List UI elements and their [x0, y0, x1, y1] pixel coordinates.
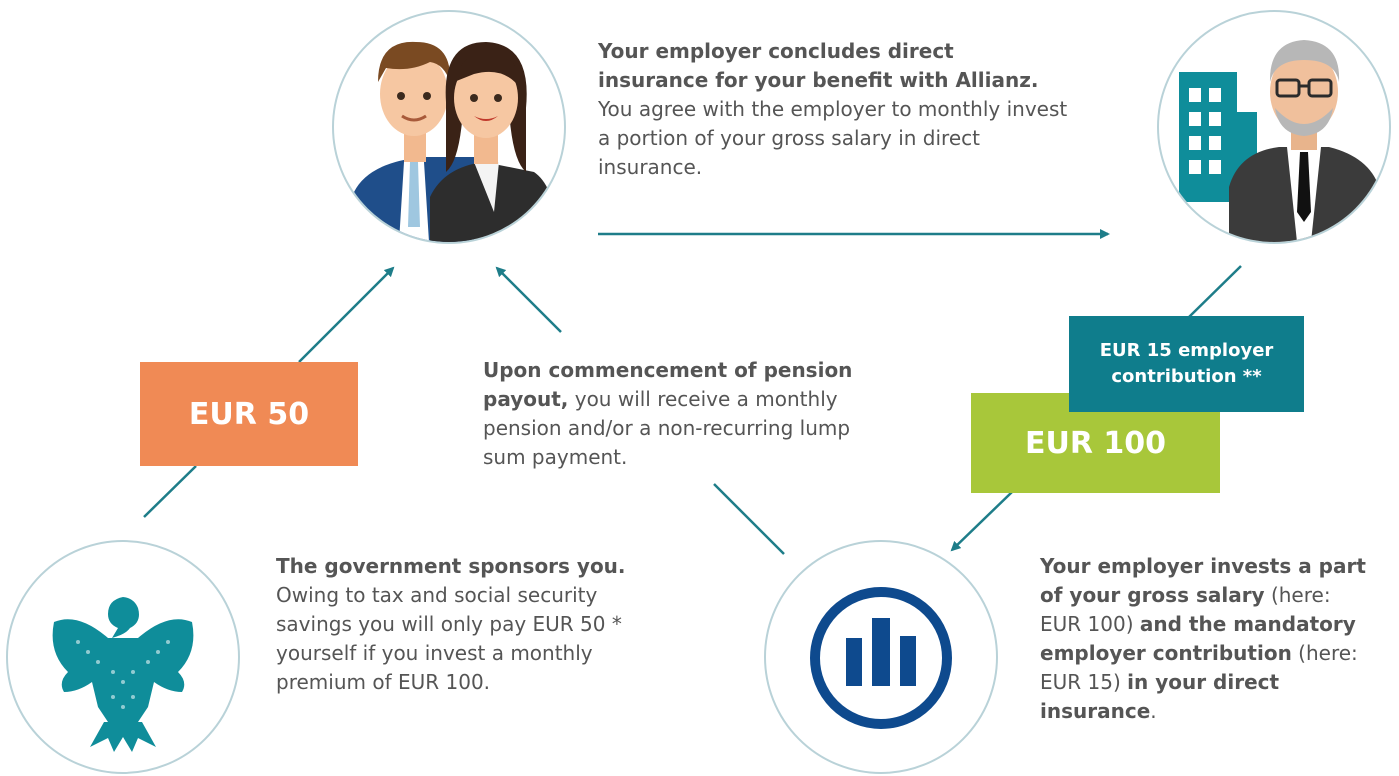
- government-circle: [6, 540, 240, 774]
- eur50-box: EUR 50: [140, 362, 358, 466]
- arrow-payout-to-couple: [495, 266, 562, 333]
- line-allianz-to-payout: [713, 483, 785, 555]
- pension-payout-normal: you will receive a monthly pension and/o…: [483, 387, 851, 469]
- line-employer-to-contribution: [1187, 265, 1242, 319]
- employer-invests-bold-1: Your employer invests a part of your gro…: [1040, 554, 1366, 607]
- line-government-to-eur50: [143, 465, 197, 518]
- employer-invests-text: Your employer invests a part of your gro…: [1040, 552, 1370, 726]
- government-sponsors-bold: The government sponsors you.: [276, 554, 626, 578]
- employer-invests-normal-3: .: [1150, 699, 1157, 723]
- pension-payout-text: Upon commencement of pension payout, you…: [483, 356, 883, 472]
- employer-invests-bold-2: and the mandatory employer contribution: [1040, 612, 1356, 665]
- eur100-label: EUR 100: [1024, 425, 1167, 461]
- employer-concludes-normal: You agree with the employer to monthly i…: [598, 97, 1068, 179]
- employer-contribution-box: EUR 15 employer contribution **: [1069, 316, 1304, 412]
- arrow-eur50-to-couple: [298, 266, 395, 363]
- federal-eagle-icon: [52, 597, 194, 752]
- employer-building-icon: [1179, 40, 1379, 242]
- allianz-logo-icon: [810, 587, 952, 729]
- employer-concludes-bold: Your employer concludes direct insurance…: [598, 39, 1039, 92]
- government-sponsors-normal: Owing to tax and social security savings…: [276, 583, 622, 694]
- pension-payout-bold: Upon commencement of pension payout,: [483, 358, 853, 411]
- eur50-label: EUR 50: [188, 396, 310, 432]
- employer-contribution-label: EUR 15 employer contribution **: [1099, 340, 1274, 387]
- employees-circle: [332, 10, 566, 244]
- employer-invests-normal-1: (here: EUR 100): [1040, 583, 1331, 636]
- employer-concludes-text: Your employer concludes direct insurance…: [598, 37, 1068, 182]
- government-sponsors-text: The government sponsors you. Owing to ta…: [276, 552, 630, 697]
- arrow-eur100-to-allianz: [950, 491, 1013, 552]
- employer-invests-normal-2: (here: EUR 15): [1040, 641, 1358, 694]
- allianz-circle: [764, 540, 998, 774]
- couple-employees-icon: [354, 41, 559, 242]
- employer-circle: [1157, 10, 1391, 244]
- employer-invests-bold-3: in your direct insurance: [1040, 670, 1280, 723]
